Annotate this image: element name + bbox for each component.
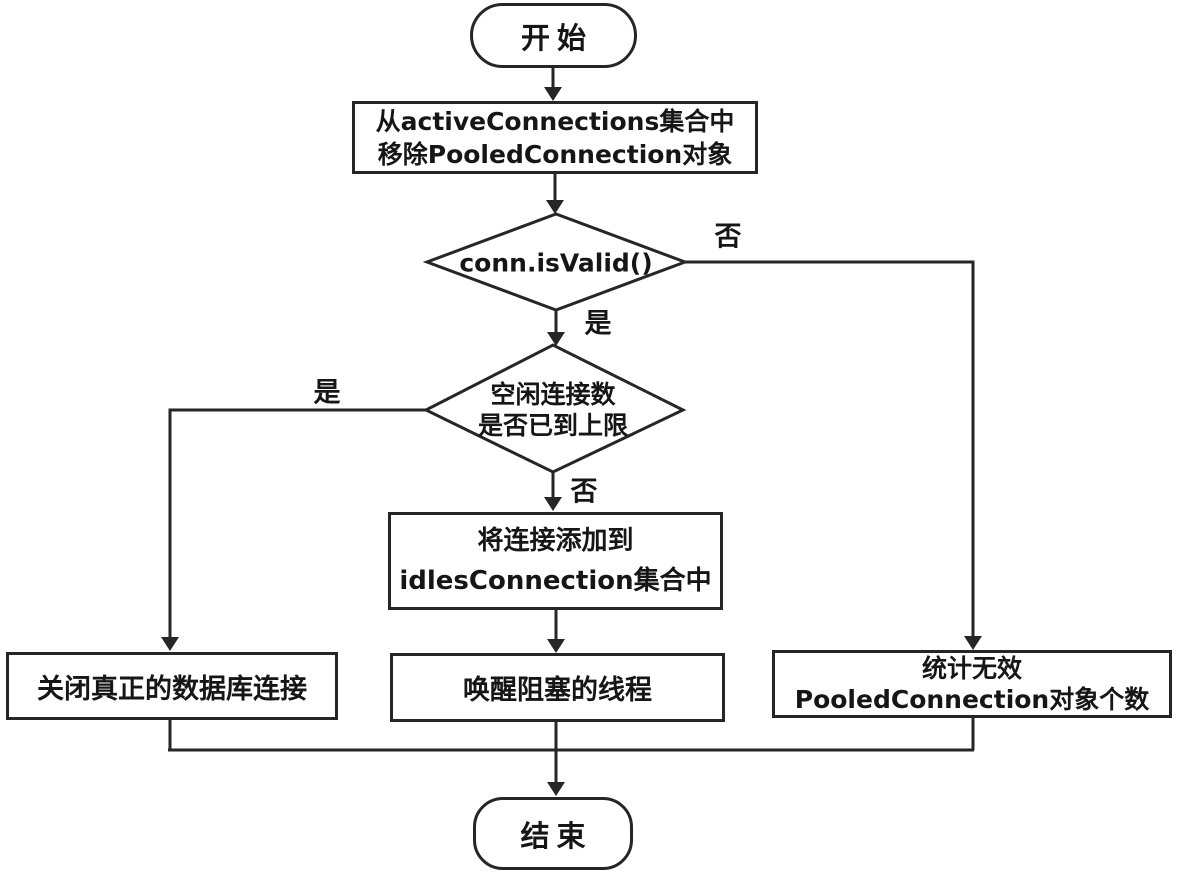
process-add-idle-line1: 将连接添加到 xyxy=(477,526,634,556)
process-remove-active-connection: 从activeConnections集合中 移除PooledConnection… xyxy=(352,101,758,174)
process-remove-line1: 从activeConnections集合中 xyxy=(375,106,735,136)
arrowhead-remove-to-isvalid xyxy=(546,200,564,214)
idlelimit-diamond xyxy=(422,343,687,474)
edge-idlelimit-yes-line xyxy=(168,408,426,638)
arrowhead-idlelimit-yes xyxy=(161,637,179,651)
process-close-db-label: 关闭真正的数据库连接 xyxy=(37,673,307,705)
process-add-idle-connection: 将连接添加到 idlesConnection集合中 xyxy=(388,512,723,610)
start-label: 开始 xyxy=(520,20,593,55)
decision-idle-limit-line2: 是否已到上限 xyxy=(477,411,629,440)
edge-label-isvalid-no: 否 xyxy=(714,221,742,253)
decision-idle-limit-line1: 空闲连接数 xyxy=(490,380,616,409)
arrowhead-start-to-remove xyxy=(544,87,562,101)
edge-isvalid-no-line xyxy=(685,260,975,637)
process-count-line2: PooledConnection对象个数 xyxy=(794,685,1150,714)
edge-label-isvalid-yes: 是 xyxy=(584,308,612,340)
process-wake-blocked-threads: 唤醒阻塞的线程 xyxy=(390,653,725,722)
process-count-line1: 统计无效 xyxy=(921,654,1022,683)
decision-idle-limit: 空闲连接数 是否已到上限 xyxy=(478,379,628,441)
arrowhead-addidle-to-wake xyxy=(547,639,565,653)
process-wake-label: 唤醒阻塞的线程 xyxy=(463,675,652,706)
process-add-idle-line2: idlesConnection集合中 xyxy=(399,566,712,596)
process-remove-line2: 移除PooledConnection对象 xyxy=(377,139,733,169)
arrowhead-idlelimit-no xyxy=(544,497,562,511)
process-count-invalid-connections: 统计无效 PooledConnection对象个数 xyxy=(772,650,1172,718)
edge-label-idlelimit-no: 否 xyxy=(570,476,598,508)
edge-label-idlelimit-yes: 是 xyxy=(313,377,341,409)
arrowhead-to-end xyxy=(547,782,565,796)
arrowhead-isvalid-yes xyxy=(547,332,565,346)
start-node: 开始 xyxy=(470,3,637,68)
decision-isvalid-label: conn.isValid() xyxy=(459,248,653,278)
end-label: 结束 xyxy=(520,818,593,853)
arrowhead-isvalid-no xyxy=(964,636,982,650)
end-node: 结束 xyxy=(473,797,633,870)
process-close-db-connection: 关闭真正的数据库连接 xyxy=(6,652,338,720)
isvalid-diamond xyxy=(422,212,690,312)
